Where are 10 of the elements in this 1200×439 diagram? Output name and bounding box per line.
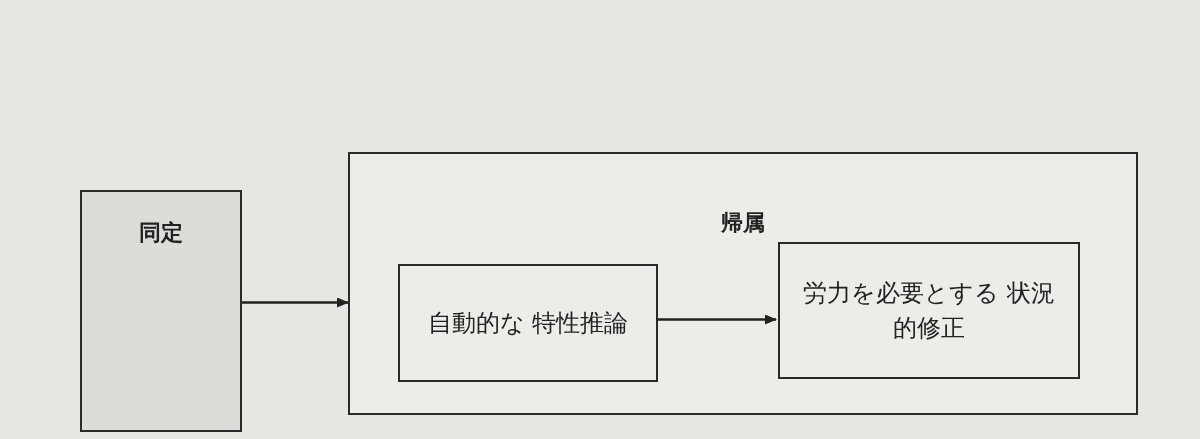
arrow (656, 314, 777, 325)
group-box (348, 152, 1138, 415)
group-box (80, 190, 242, 432)
box-heading: 自動的な 特性推論 (427, 307, 629, 339)
process-box (398, 264, 658, 382)
box-heading: 同定 (139, 219, 183, 247)
box-heading: 帰属 (721, 209, 765, 237)
box-heading: 労力を必要とする 状況的修正 (802, 277, 1056, 344)
arrow (242, 297, 349, 308)
process-box (778, 242, 1080, 379)
